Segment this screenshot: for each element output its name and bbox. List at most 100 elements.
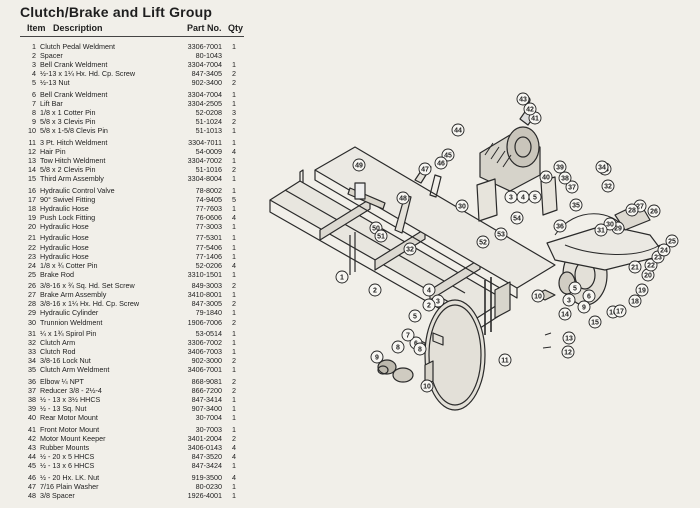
part-description: 3 Pt. Hitch Weldment xyxy=(40,138,107,147)
part-item-number: 38 xyxy=(18,395,36,404)
part-number: 907-3400 xyxy=(172,404,222,413)
callout-number: 5 xyxy=(413,313,417,320)
part-item-number: 3 xyxy=(18,60,36,69)
callout-number: 20 xyxy=(644,272,652,279)
callout-label: 19 xyxy=(636,284,648,296)
callout-label: 8 xyxy=(414,343,426,355)
part-number: 919-3500 xyxy=(172,473,222,482)
callout-number: 37 xyxy=(568,184,576,191)
callout-number: 12 xyxy=(564,349,572,356)
callout-number: 9 xyxy=(582,304,586,311)
parts-row: 477/16 Plain Washer80-02301 xyxy=(0,482,250,491)
part-number: 3410-8001 xyxy=(172,290,222,299)
callout-number: 3 xyxy=(567,297,571,304)
part-description: Clutch Rod xyxy=(40,347,76,356)
callout-number: 10 xyxy=(534,293,542,300)
part-number: 54-0009 xyxy=(172,147,222,156)
part-description: Hair Pin xyxy=(40,147,66,156)
part-number: 52-0206 xyxy=(172,261,222,270)
parts-row: 22Hydraulic Hose77-54061 xyxy=(0,243,250,252)
callout-label: 47 xyxy=(419,163,431,175)
part-quantity: 1 xyxy=(228,395,240,404)
callout-label: 28 xyxy=(626,204,638,216)
part-item-number: 12 xyxy=(18,147,36,156)
part-description: Brake Rod xyxy=(40,270,74,279)
callout-number: 8 xyxy=(396,344,400,351)
header-qty: Qty xyxy=(228,23,243,33)
part-description: 3/8 Spacer xyxy=(40,491,75,500)
part-description: ½ - 20 Hx. LK. Nut xyxy=(40,473,99,482)
part-description: Lift Bar xyxy=(40,99,63,108)
part-item-number: 7 xyxy=(18,99,36,108)
part-description: 5/8 x 3 Clevis Pin xyxy=(40,117,96,126)
part-description: ½ - 20 x 5 HHCS xyxy=(40,452,94,461)
parts-row: 6Bell Crank Weldment3304-70041 xyxy=(0,90,250,99)
callout-label: 43 xyxy=(517,93,529,105)
parts-row: 37Reducer 3/8 - 2½-4866-72002 xyxy=(0,386,250,395)
part-quantity: 4 xyxy=(228,261,240,270)
callout-number: 36 xyxy=(556,223,564,230)
callout-number: 22 xyxy=(647,262,655,269)
part-number: 3304-8004 xyxy=(172,174,222,183)
callout-number: 39 xyxy=(556,164,564,171)
part-description: ½ - 13 x 3½ HHCS xyxy=(40,395,100,404)
part-description: 1/8 x 1 Cotter Pin xyxy=(40,108,96,117)
part-description: 1/8 x ¾ Cotter Pin xyxy=(40,261,98,270)
header-divider xyxy=(20,36,244,37)
parts-row: 263/8-16 x ¾ Sq. Hd. Set Screw849-30032 xyxy=(0,281,250,290)
part-quantity: 1 xyxy=(228,329,240,338)
callout-label: 32 xyxy=(602,180,614,192)
part-quantity: 1 xyxy=(228,60,240,69)
part-item-number: 20 xyxy=(18,222,36,231)
callout-number: 18 xyxy=(631,298,639,305)
part-item-number: 35 xyxy=(18,365,36,374)
parts-row: 5½-13 Nut902-34002 xyxy=(0,78,250,87)
parts-row: 1Clutch Pedal Weldment3306-70011 xyxy=(0,42,250,51)
callout-label: 5 xyxy=(529,191,541,203)
parts-row: 41Front Motor Mount30-70031 xyxy=(0,425,250,434)
callout-number: 38 xyxy=(561,175,569,182)
part-description: Motor Mount Keeper xyxy=(40,434,106,443)
part-item-number: 22 xyxy=(18,243,36,252)
part-description: Brake Arm Assembly xyxy=(40,290,106,299)
part-item-number: 23 xyxy=(18,252,36,261)
part-item-number: 16 xyxy=(18,186,36,195)
callout-label: 10 xyxy=(532,290,544,302)
callout-label: 25 xyxy=(666,235,678,247)
callout-label: 46 xyxy=(435,157,447,169)
callout-label: 51 xyxy=(375,230,387,242)
callout-number: 3 xyxy=(509,194,513,201)
part-item-number: 30 xyxy=(18,318,36,327)
callout-label: 13 xyxy=(563,332,575,344)
parts-row: 7Lift Bar3304-25051 xyxy=(0,99,250,108)
parts-row: 39½ - 13 Sq. Nut907-34001 xyxy=(0,404,250,413)
part-quantity: 1 xyxy=(228,347,240,356)
part-quantity: 2 xyxy=(228,165,240,174)
callout-number: 44 xyxy=(454,127,462,134)
part-item-number: 14 xyxy=(18,165,36,174)
part-quantity: 1 xyxy=(228,243,240,252)
part-number: 3406-7003 xyxy=(172,347,222,356)
part-quantity: 1 xyxy=(228,482,240,491)
header-description: Description xyxy=(53,23,103,33)
callout-number: 48 xyxy=(399,195,407,202)
callout-label: 12 xyxy=(562,346,574,358)
callout-label: 2 xyxy=(423,299,435,311)
callout-label: 35 xyxy=(570,199,582,211)
part-quantity: 2 xyxy=(228,117,240,126)
parts-row: 29Hydraulic Cylinder79-18401 xyxy=(0,308,250,317)
callout-number: 42 xyxy=(526,106,534,113)
part-number: 51-1024 xyxy=(172,117,222,126)
part-number: 76-0606 xyxy=(172,213,222,222)
part-description: Spacer xyxy=(40,51,63,60)
part-quantity: 2 xyxy=(228,386,240,395)
callout-number: 15 xyxy=(591,319,599,326)
part-quantity: 2 xyxy=(228,434,240,443)
part-number: 847-3405 xyxy=(172,69,222,78)
part-number: 51-1016 xyxy=(172,165,222,174)
parts-row: 105/8 x 1-5/8 Clevis Pin51-10131 xyxy=(0,126,250,135)
part-description: Rubber Mounts xyxy=(40,443,89,452)
parts-row: 483/8 Spacer1926-40011 xyxy=(0,491,250,500)
part-quantity: 2 xyxy=(228,69,240,78)
